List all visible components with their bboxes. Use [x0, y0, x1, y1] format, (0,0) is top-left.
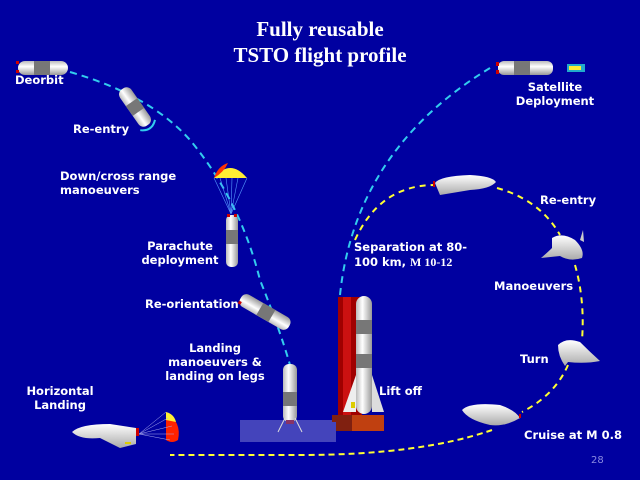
label-separation-2: 100 km, M 10-12 [354, 255, 452, 269]
label-separation-mach: M 10-12 [410, 255, 453, 269]
label-reorientation: Re-orientation [145, 297, 239, 311]
slide-title-line1: Fully reusable [256, 17, 384, 41]
label-separation-altitude: 100 km, [354, 255, 407, 269]
label-horizontal-landing-1: Horizontal [26, 384, 94, 398]
label-landing-2: manoeuvers & [168, 355, 262, 369]
label-deorbit: Deorbit [15, 73, 64, 87]
satellite-icon [567, 64, 585, 72]
parachute-icon [213, 163, 248, 215]
orbiter-turn-icon [558, 340, 600, 366]
label-manoeuvers: Manoeuvers [494, 279, 574, 293]
label-parachute-1: Parachute [147, 239, 213, 253]
slide-title-line2: TSTO flight profile [233, 43, 407, 67]
first-stage-deorbit-icon [16, 61, 68, 75]
ascent-path [339, 67, 491, 296]
first-stage-return-path [69, 71, 291, 366]
page-number: 28 [591, 455, 604, 466]
label-satellite-2: Deployment [515, 94, 595, 108]
label-horizontal-landing-2: Landing [34, 398, 86, 412]
label-liftoff: Lift off [379, 384, 422, 398]
first-stage-reorientation-icon [237, 294, 291, 330]
spaceplane-landing-icon [72, 424, 139, 448]
label-parachute-2: deployment [141, 253, 219, 267]
landing-pad [240, 420, 336, 442]
orbiter-reentry-path [496, 187, 584, 413]
first-stage-landing-icon [277, 364, 303, 433]
orbiter-cruise-path [170, 429, 493, 456]
label-turn: Turn [520, 352, 549, 366]
first-stage-parachute-icon [226, 214, 238, 267]
label-first-stage-reentry: Re-entry [73, 122, 130, 136]
orbiter-return-path [354, 184, 436, 241]
label-down-cross-range-2: manoeuvers [60, 183, 140, 197]
label-landing-1: Landing [189, 341, 241, 355]
orbiter-reentry-icon [541, 230, 584, 260]
orbiter-cruise-icon [462, 404, 521, 426]
label-landing-3: landing on legs [165, 369, 265, 383]
label-separation-1: Separation at 80- [354, 240, 468, 254]
label-satellite-1: Satellite [527, 80, 583, 94]
first-stage-reentry-icon [119, 87, 156, 132]
orbiter-separation-icon [433, 175, 496, 195]
orbiter-satellite-deployment-icon [496, 61, 553, 75]
label-cruise: Cruise at M 0.8 [524, 428, 622, 442]
drogue-parachute-icon [138, 411, 179, 442]
launch-vehicle-icon [343, 296, 384, 414]
label-orbiter-reentry: Re-entry [540, 193, 597, 207]
label-down-cross-range-1: Down/cross range [60, 169, 177, 183]
